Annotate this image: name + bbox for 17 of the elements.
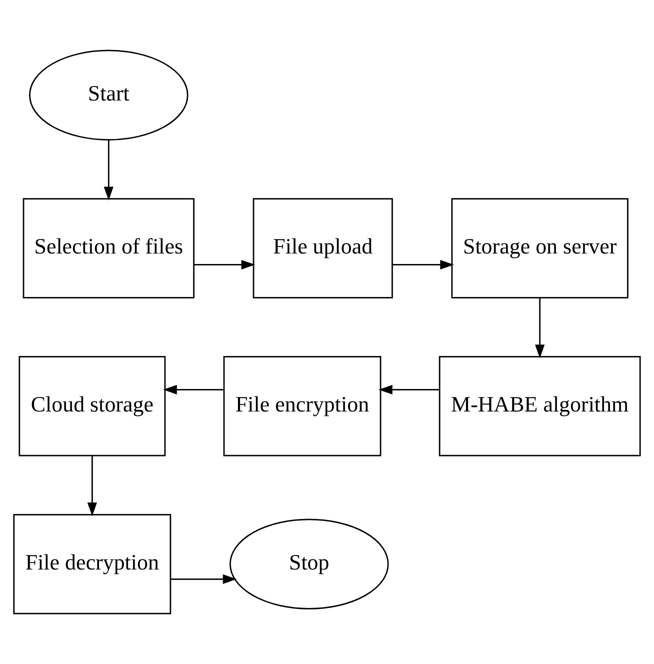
arrow [378,384,440,394]
node-box: M-HABE algorithm [438,356,641,456]
node-box: Selection of files [22,198,194,298]
node-box: Cloud storage [18,356,166,456]
node-box: File decryption [13,514,172,614]
node-box: File upload [252,198,393,298]
arrow [392,260,454,270]
arrow [170,574,237,584]
node-ellipse: Stop [230,518,389,610]
arrow [87,456,97,516]
node-ellipse: Start [29,50,188,140]
node-box: Storage on server [451,198,628,298]
arrow [104,140,114,200]
arrow [194,260,256,270]
arrow [535,298,545,358]
node-box: File encryption [223,356,382,456]
arrow [163,384,224,394]
